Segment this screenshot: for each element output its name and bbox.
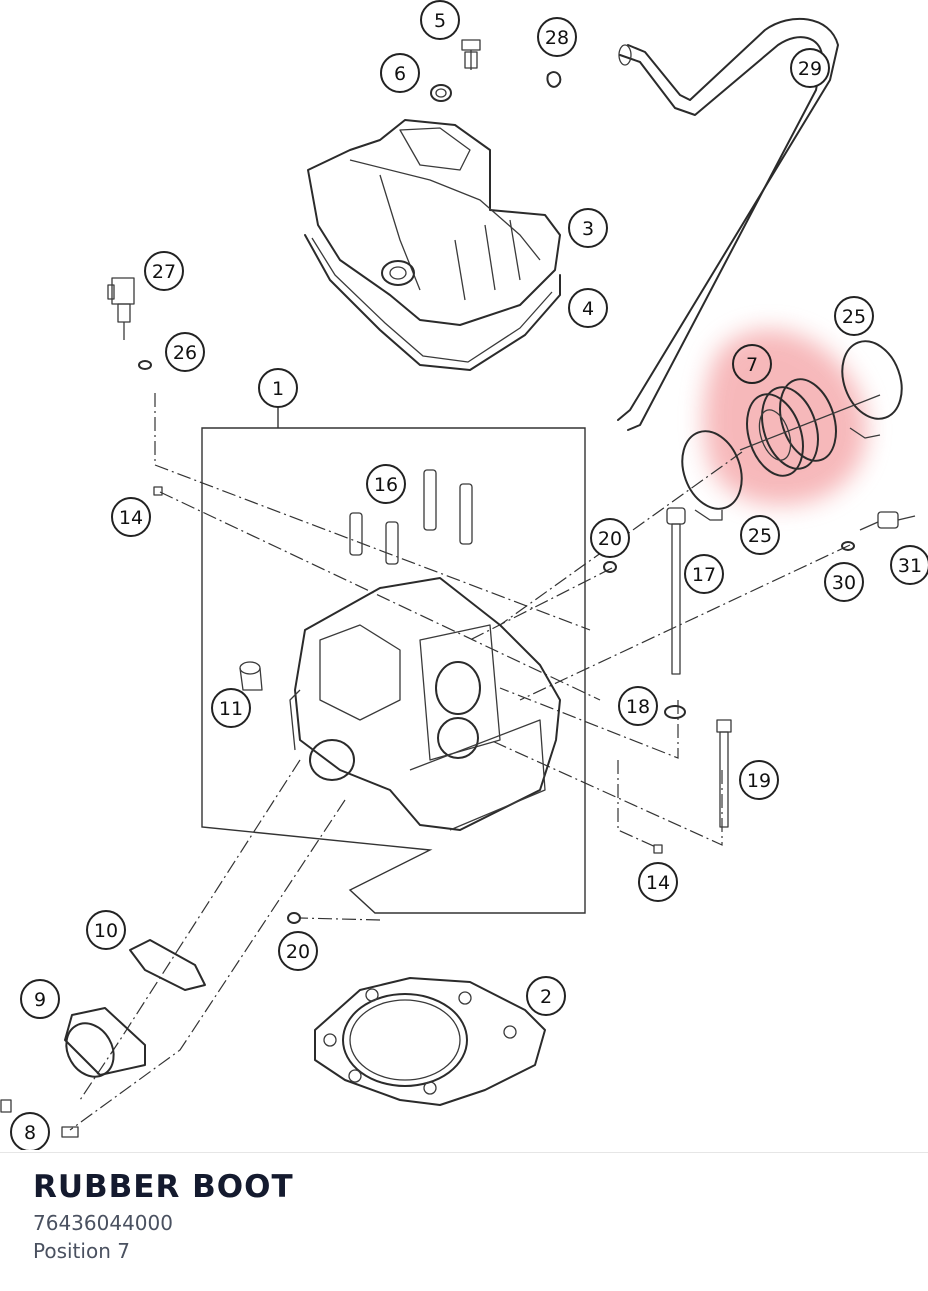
callout-position-25[interactable]: 25	[740, 515, 780, 555]
part-info-panel: RUBBER BOOT 76436044000 Position 7	[0, 1152, 928, 1291]
callout-position-31[interactable]: 31	[890, 545, 928, 585]
callout-position-27[interactable]: 27	[144, 251, 184, 291]
callout-label: 27	[152, 261, 176, 283]
callout-position-8[interactable]: 8	[10, 1112, 50, 1150]
callout-label: 7	[746, 354, 758, 376]
callout-position-3[interactable]: 3	[568, 208, 608, 248]
callout-position-5[interactable]: 5	[420, 0, 460, 40]
callout-label: 19	[747, 770, 771, 792]
callout-label: 1	[272, 378, 284, 400]
callout-label: 10	[94, 920, 118, 942]
callout-label: 5	[434, 10, 446, 32]
callout-position-29[interactable]: 29	[790, 48, 830, 88]
callout-label: 14	[119, 507, 143, 529]
highlight-position-7	[703, 329, 867, 505]
part-name: RUBBER BOOT	[33, 1169, 294, 1205]
exploded-parts-diagram: 1 2 3 4 5 6 7 8 9 10 11 14 14 16 17 18 19 20 20 25 25 26 27 28 2…	[0, 0, 928, 1150]
callout-position-14[interactable]: 14	[111, 497, 151, 537]
callout-label: 28	[545, 27, 569, 49]
callout-position-10[interactable]: 10	[86, 910, 126, 950]
callout-label: 18	[626, 696, 650, 718]
callout-label: 26	[173, 342, 197, 364]
callout-position-20[interactable]: 20	[278, 931, 318, 971]
callout-label: 25	[748, 525, 772, 547]
callout-label: 14	[646, 872, 670, 894]
part-position: Position 7	[33, 1239, 130, 1263]
callout-label: 4	[582, 298, 594, 320]
callout-position-28[interactable]: 28	[537, 17, 577, 57]
callout-label: 25	[842, 306, 866, 328]
cylinder-head	[289, 577, 561, 831]
valve-cover	[307, 119, 561, 326]
callout-position-1[interactable]: 1	[258, 368, 298, 408]
callout-position-9[interactable]: 9	[20, 979, 60, 1019]
callout-position-7[interactable]: 7	[732, 344, 772, 384]
callout-label: 29	[798, 58, 822, 80]
callout-label: 2	[540, 986, 552, 1008]
callout-label: 30	[832, 572, 856, 594]
callout-position-17[interactable]: 17	[684, 554, 724, 594]
callout-position-18[interactable]: 18	[618, 686, 658, 726]
callout-label: 11	[219, 698, 243, 720]
callout-position-4[interactable]: 4	[568, 288, 608, 328]
callout-position-19[interactable]: 19	[739, 760, 779, 800]
callout-label: 8	[24, 1122, 36, 1144]
callout-label: 20	[598, 528, 622, 550]
callout-label: 17	[692, 564, 716, 586]
callout-position-16[interactable]: 16	[366, 464, 406, 504]
callout-position-11[interactable]: 11	[211, 688, 251, 728]
callout-label: 3	[582, 218, 594, 240]
callout-label: 31	[898, 555, 922, 577]
callout-label: 16	[374, 474, 398, 496]
callout-position-30[interactable]: 30	[824, 562, 864, 602]
head-gasket	[314, 977, 546, 1106]
callout-label: 6	[394, 63, 406, 85]
callout-label: 20	[286, 941, 310, 963]
callout-label: 9	[34, 989, 46, 1011]
callout-position-14[interactable]: 14	[638, 862, 678, 902]
callout-position-20[interactable]: 20	[590, 518, 630, 558]
rubber-boot-part	[739, 378, 881, 477]
callout-position-25[interactable]: 25	[834, 296, 874, 336]
callout-position-2[interactable]: 2	[526, 976, 566, 1016]
callout-position-6[interactable]: 6	[380, 53, 420, 93]
callout-position-26[interactable]: 26	[165, 332, 205, 372]
part-number: 76436044000	[33, 1211, 173, 1235]
